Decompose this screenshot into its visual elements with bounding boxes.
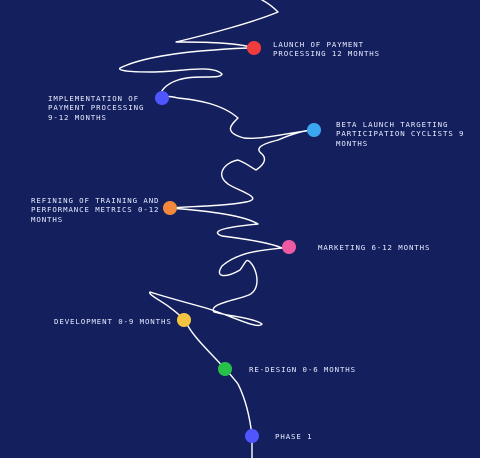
milestone-dot-re-design[interactable] xyxy=(218,362,232,376)
milestone-label-development: DEVELOPMENT 0-9 MONTHS xyxy=(54,317,172,326)
milestone-dot-development[interactable] xyxy=(177,313,191,327)
milestone-label-re-design: RE-DESIGN 0-6 MONTHS xyxy=(249,365,356,374)
milestone-label-phase-1: PHASE 1 xyxy=(275,432,313,441)
milestone-label-refining-training: REFINING OF TRAINING AND PERFORMANCE MET… xyxy=(31,196,160,224)
milestone-dot-beta-launch[interactable] xyxy=(307,123,321,137)
milestone-label-beta-launch: BETA LAUNCH TARGETING PARTICIPATION CYCL… xyxy=(336,120,465,148)
milestone-dot-phase-1[interactable] xyxy=(245,429,259,443)
milestone-dot-marketing[interactable] xyxy=(282,240,296,254)
milestone-label-marketing: MARKETING 6-12 MONTHS xyxy=(318,243,431,252)
milestone-label-launch-payment-processing: LAUNCH OF PAYMENT PROCESSING 12 MONTHS xyxy=(273,40,380,59)
milestone-dot-implementation-payment-processing[interactable] xyxy=(155,91,169,105)
milestone-dot-refining-training[interactable] xyxy=(163,201,177,215)
milestone-dot-launch-payment-processing[interactable] xyxy=(247,41,261,55)
milestone-label-implementation-payment-processing: IMPLEMENTATION OF PAYMENT PROCESSING 9-1… xyxy=(48,94,145,122)
